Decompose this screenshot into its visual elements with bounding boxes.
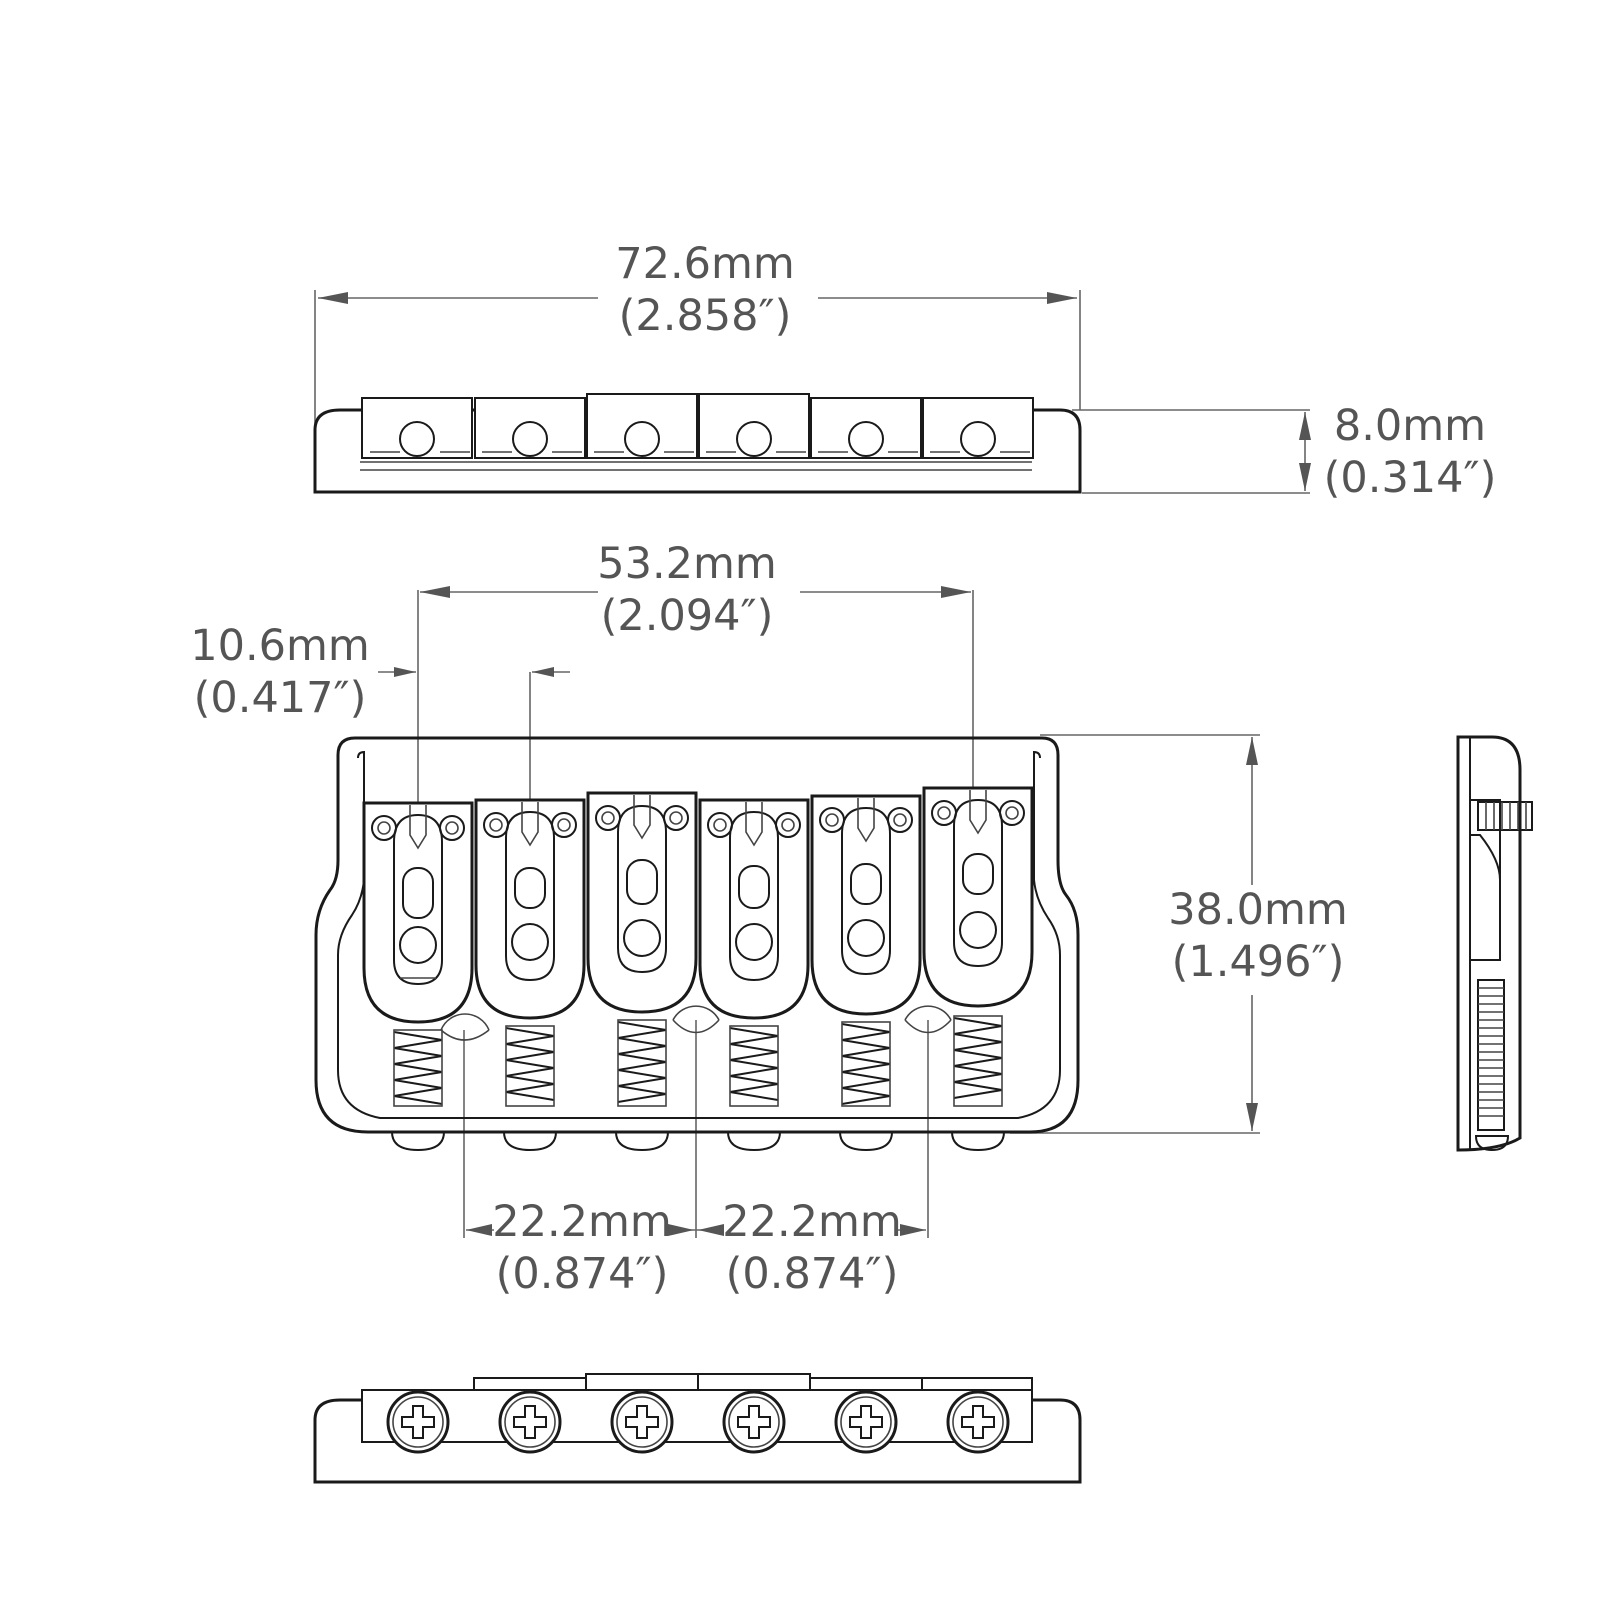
mount-spacing-left-inch: (0.874″) [496, 1249, 669, 1299]
intonation-screw-heads [391, 1131, 1005, 1152]
dimension-lines [314, 290, 1311, 1238]
springs [393, 1015, 1003, 1107]
mount-spacing-right-inch: (0.874″) [726, 1249, 899, 1299]
front-view [313, 393, 1082, 494]
depth-inch: (1.496″) [1172, 937, 1345, 987]
string-span-inch: (2.094″) [601, 591, 774, 641]
saddle-2 [474, 798, 586, 1020]
side-screw-thread [1477, 979, 1505, 1131]
mount-spacing-right-mm: 22.2mm [722, 1197, 902, 1247]
phillips-screws [386, 1390, 1010, 1454]
back-view [313, 1373, 1082, 1484]
height-inch: (0.314″) [1324, 453, 1497, 503]
mount-spacing-left-mm: 22.2mm [492, 1197, 672, 1247]
side-height-screw [1477, 801, 1533, 831]
saddle-3 [586, 791, 698, 1014]
overall-width-inch: (2.858″) [619, 291, 792, 341]
height-mm: 8.0mm [1334, 401, 1486, 451]
saddle-6 [922, 786, 1034, 1008]
saddle-4 [698, 798, 810, 1020]
front-saddles [361, 393, 1034, 459]
dimension-labels: 72.6mm (2.858″) 8.0mm (0.314″) 53.2mm (2… [190, 239, 1496, 1299]
mount-holes [440, 1005, 952, 1041]
saddle-5 [810, 794, 922, 1016]
saddle-1 [362, 801, 474, 1024]
side-view [1456, 735, 1533, 1152]
string-spacing-inch: (0.417″) [194, 673, 367, 723]
top-view [314, 736, 1080, 1152]
overall-width-mm: 72.6mm [615, 239, 795, 289]
string-span-mm: 53.2mm [597, 539, 777, 589]
string-spacing-mm: 10.6mm [190, 621, 370, 671]
depth-mm: 38.0mm [1168, 885, 1348, 935]
